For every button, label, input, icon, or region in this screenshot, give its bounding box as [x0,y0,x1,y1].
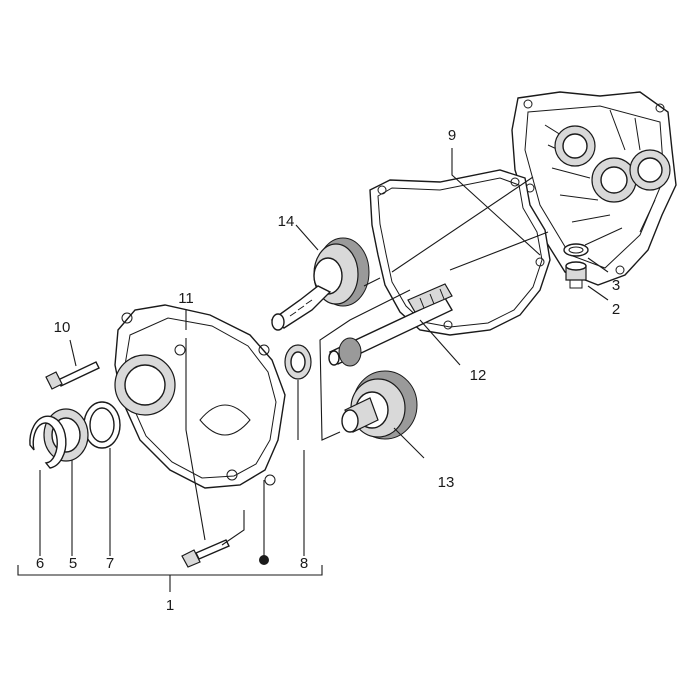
sealing-washer [563,243,589,257]
callout-6: 6 [36,555,44,572]
output-gear [341,370,418,440]
callout-10: 10 [54,319,71,336]
circlip [29,415,67,469]
cover-bolt-lower [181,539,230,568]
callout-3: 3 [612,277,620,294]
callout-9: 9 [448,127,456,144]
bullet-dot-marker [259,555,269,565]
callout-14: 14 [278,213,295,230]
o-ring [83,401,121,449]
callout-11: 11 [178,290,194,307]
callout-1: 1 [166,597,174,614]
gasket [369,169,551,336]
primary-shaft [328,283,453,367]
intermediate-gear [270,237,370,331]
shaft-bearing [284,344,312,380]
callout-5: 5 [69,555,77,572]
callout-13: 13 [438,474,455,491]
callout-labels: 1 2 3 5 6 7 8 9 10 11 12 13 14 [36,127,620,614]
leader-lines [17,148,609,592]
drain-plug [565,261,587,289]
callout-2: 2 [612,301,620,318]
transmission-cover [114,304,286,489]
assembly-bracket [17,565,323,576]
callout-7: 7 [106,555,114,572]
callout-8: 8 [300,555,308,572]
cover-bolt-upper [45,361,100,390]
callout-12: 12 [470,367,487,384]
gearbox-housing [511,91,677,286]
